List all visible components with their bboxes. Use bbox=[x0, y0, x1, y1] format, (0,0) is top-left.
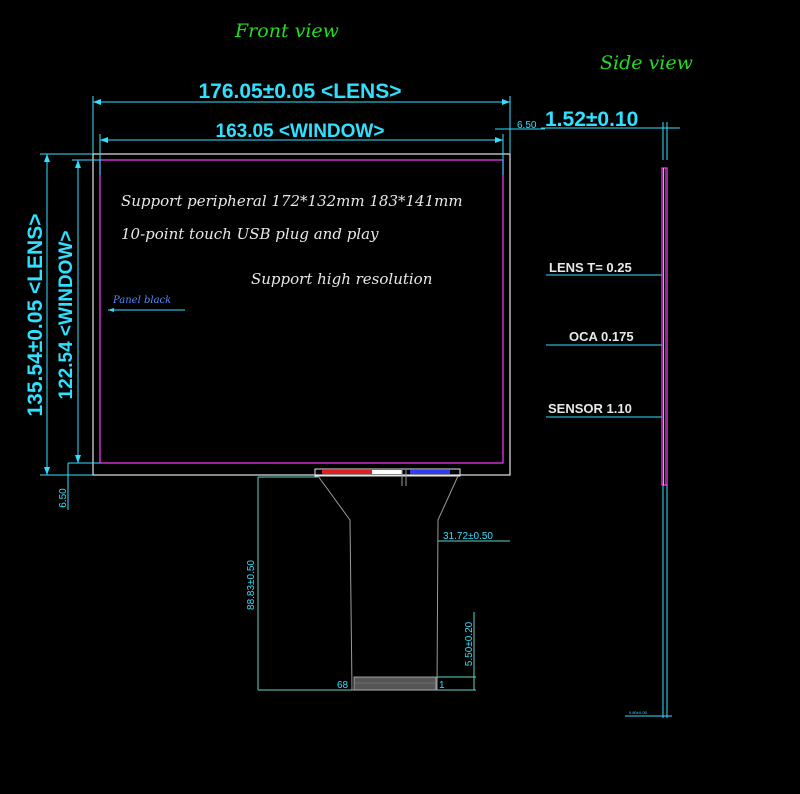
svg-text:31.72±0.50: 31.72±0.50 bbox=[443, 531, 493, 542]
fpc-pad: 68 1 bbox=[337, 676, 445, 691]
svg-text:6.50: 6.50 bbox=[517, 120, 537, 131]
lens-height-dimension: 135.54±0.05 <LENS> bbox=[24, 153, 93, 476]
svg-text:135.54±0.05 <LENS>: 135.54±0.05 <LENS> bbox=[24, 214, 47, 417]
svg-text:1: 1 bbox=[439, 680, 445, 691]
svg-text:1.52±0.10: 1.52±0.10 bbox=[545, 108, 638, 131]
front-view-title: Front view bbox=[234, 20, 339, 42]
window-width-dimension: 163.05 <WINDOW> bbox=[99, 121, 504, 175]
fpc-width-dimension: 31.72±0.50 bbox=[438, 531, 510, 542]
svg-text:LENS T= 0.25: LENS T= 0.25 bbox=[549, 260, 632, 275]
top-margin-dimension: 6.50 bbox=[495, 120, 545, 131]
svg-text:176.05±0.05 <LENS>: 176.05±0.05 <LENS> bbox=[199, 80, 402, 103]
svg-text:88.83±0.50: 88.83±0.50 bbox=[246, 560, 257, 610]
side-thickness-dimension: 1.52±0.10 bbox=[541, 108, 680, 160]
fpc-length-dimension: 88.83±0.50 bbox=[246, 476, 352, 691]
svg-text:0.80±0.05: 0.80±0.05 bbox=[629, 710, 648, 715]
side-view-stack bbox=[661, 167, 668, 486]
fpc-tail bbox=[317, 475, 459, 691]
note-peripheral: Support peripheral 172*132mm 183*141mm bbox=[121, 192, 463, 210]
layer-oca-callout: OCA 0.175 bbox=[546, 329, 662, 346]
side-view-title: Side view bbox=[600, 52, 693, 74]
left-margin-dimension: 6.50 bbox=[58, 462, 93, 510]
side-bottom-dimension: 0.80±0.05 bbox=[625, 485, 672, 718]
layer-lens-callout: LENS T= 0.25 bbox=[546, 260, 662, 276]
svg-text:SENSOR 1.10: SENSOR 1.10 bbox=[548, 401, 632, 416]
layer-sensor-callout: SENSOR 1.10 bbox=[546, 401, 662, 418]
svg-text:OCA 0.175: OCA 0.175 bbox=[569, 329, 634, 344]
svg-text:5.50±0.20: 5.50±0.20 bbox=[464, 621, 475, 666]
panel-black-callout: Panel black bbox=[108, 295, 185, 312]
window-outline bbox=[99, 159, 504, 464]
svg-text:163.05 <WINDOW>: 163.05 <WINDOW> bbox=[216, 121, 385, 142]
window-height-dimension: 122.54 <WINDOW> bbox=[56, 159, 100, 464]
svg-text:122.54 <WINDOW>: 122.54 <WINDOW> bbox=[56, 231, 77, 400]
svg-text:Panel black: Panel black bbox=[112, 295, 171, 306]
lens-outline bbox=[92, 153, 511, 476]
note-resolution: Support high resolution bbox=[251, 270, 432, 288]
svg-text:6.50: 6.50 bbox=[58, 488, 69, 508]
fpc-connector-strip bbox=[314, 468, 461, 486]
lens-width-dimension: 176.05±0.05 <LENS> bbox=[92, 80, 511, 154]
pad-height-dimension: 5.50±0.20 bbox=[437, 612, 476, 691]
svg-text:68: 68 bbox=[337, 680, 349, 691]
note-touch: 10-point touch USB plug and play bbox=[121, 225, 379, 243]
